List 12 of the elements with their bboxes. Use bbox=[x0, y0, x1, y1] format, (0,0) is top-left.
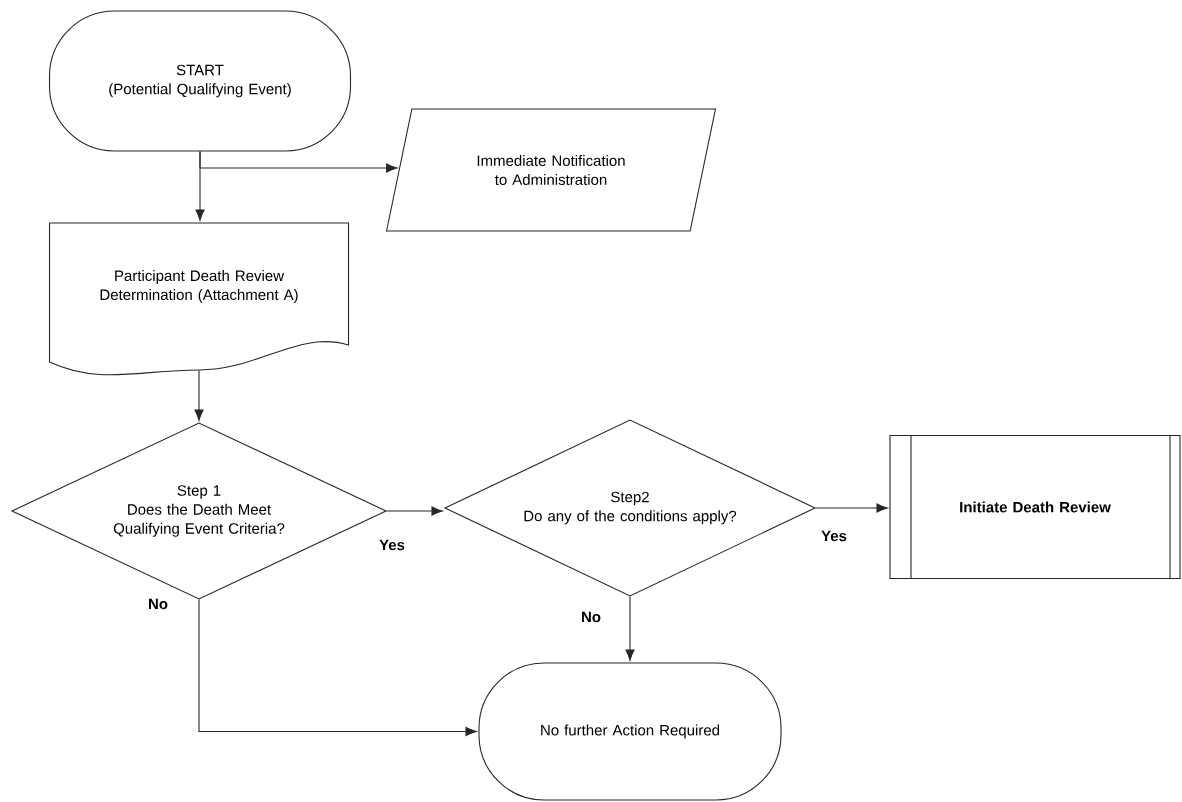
arrow bbox=[194, 370, 204, 421]
edge-label: No bbox=[580, 610, 602, 624]
arrow bbox=[198, 599, 477, 737]
arrow bbox=[625, 596, 635, 661]
arrow bbox=[386, 506, 443, 516]
edge-label: Yes bbox=[820, 529, 848, 543]
arrow bbox=[815, 503, 888, 513]
end-terminal: No further Action Required bbox=[478, 662, 782, 801]
edge-label: No bbox=[147, 597, 169, 611]
arrow bbox=[199, 151, 398, 173]
process-box: Initiate Death Review bbox=[889, 434, 1181, 580]
start-terminal: START (Potential Qualifying Event) bbox=[48, 10, 352, 152]
